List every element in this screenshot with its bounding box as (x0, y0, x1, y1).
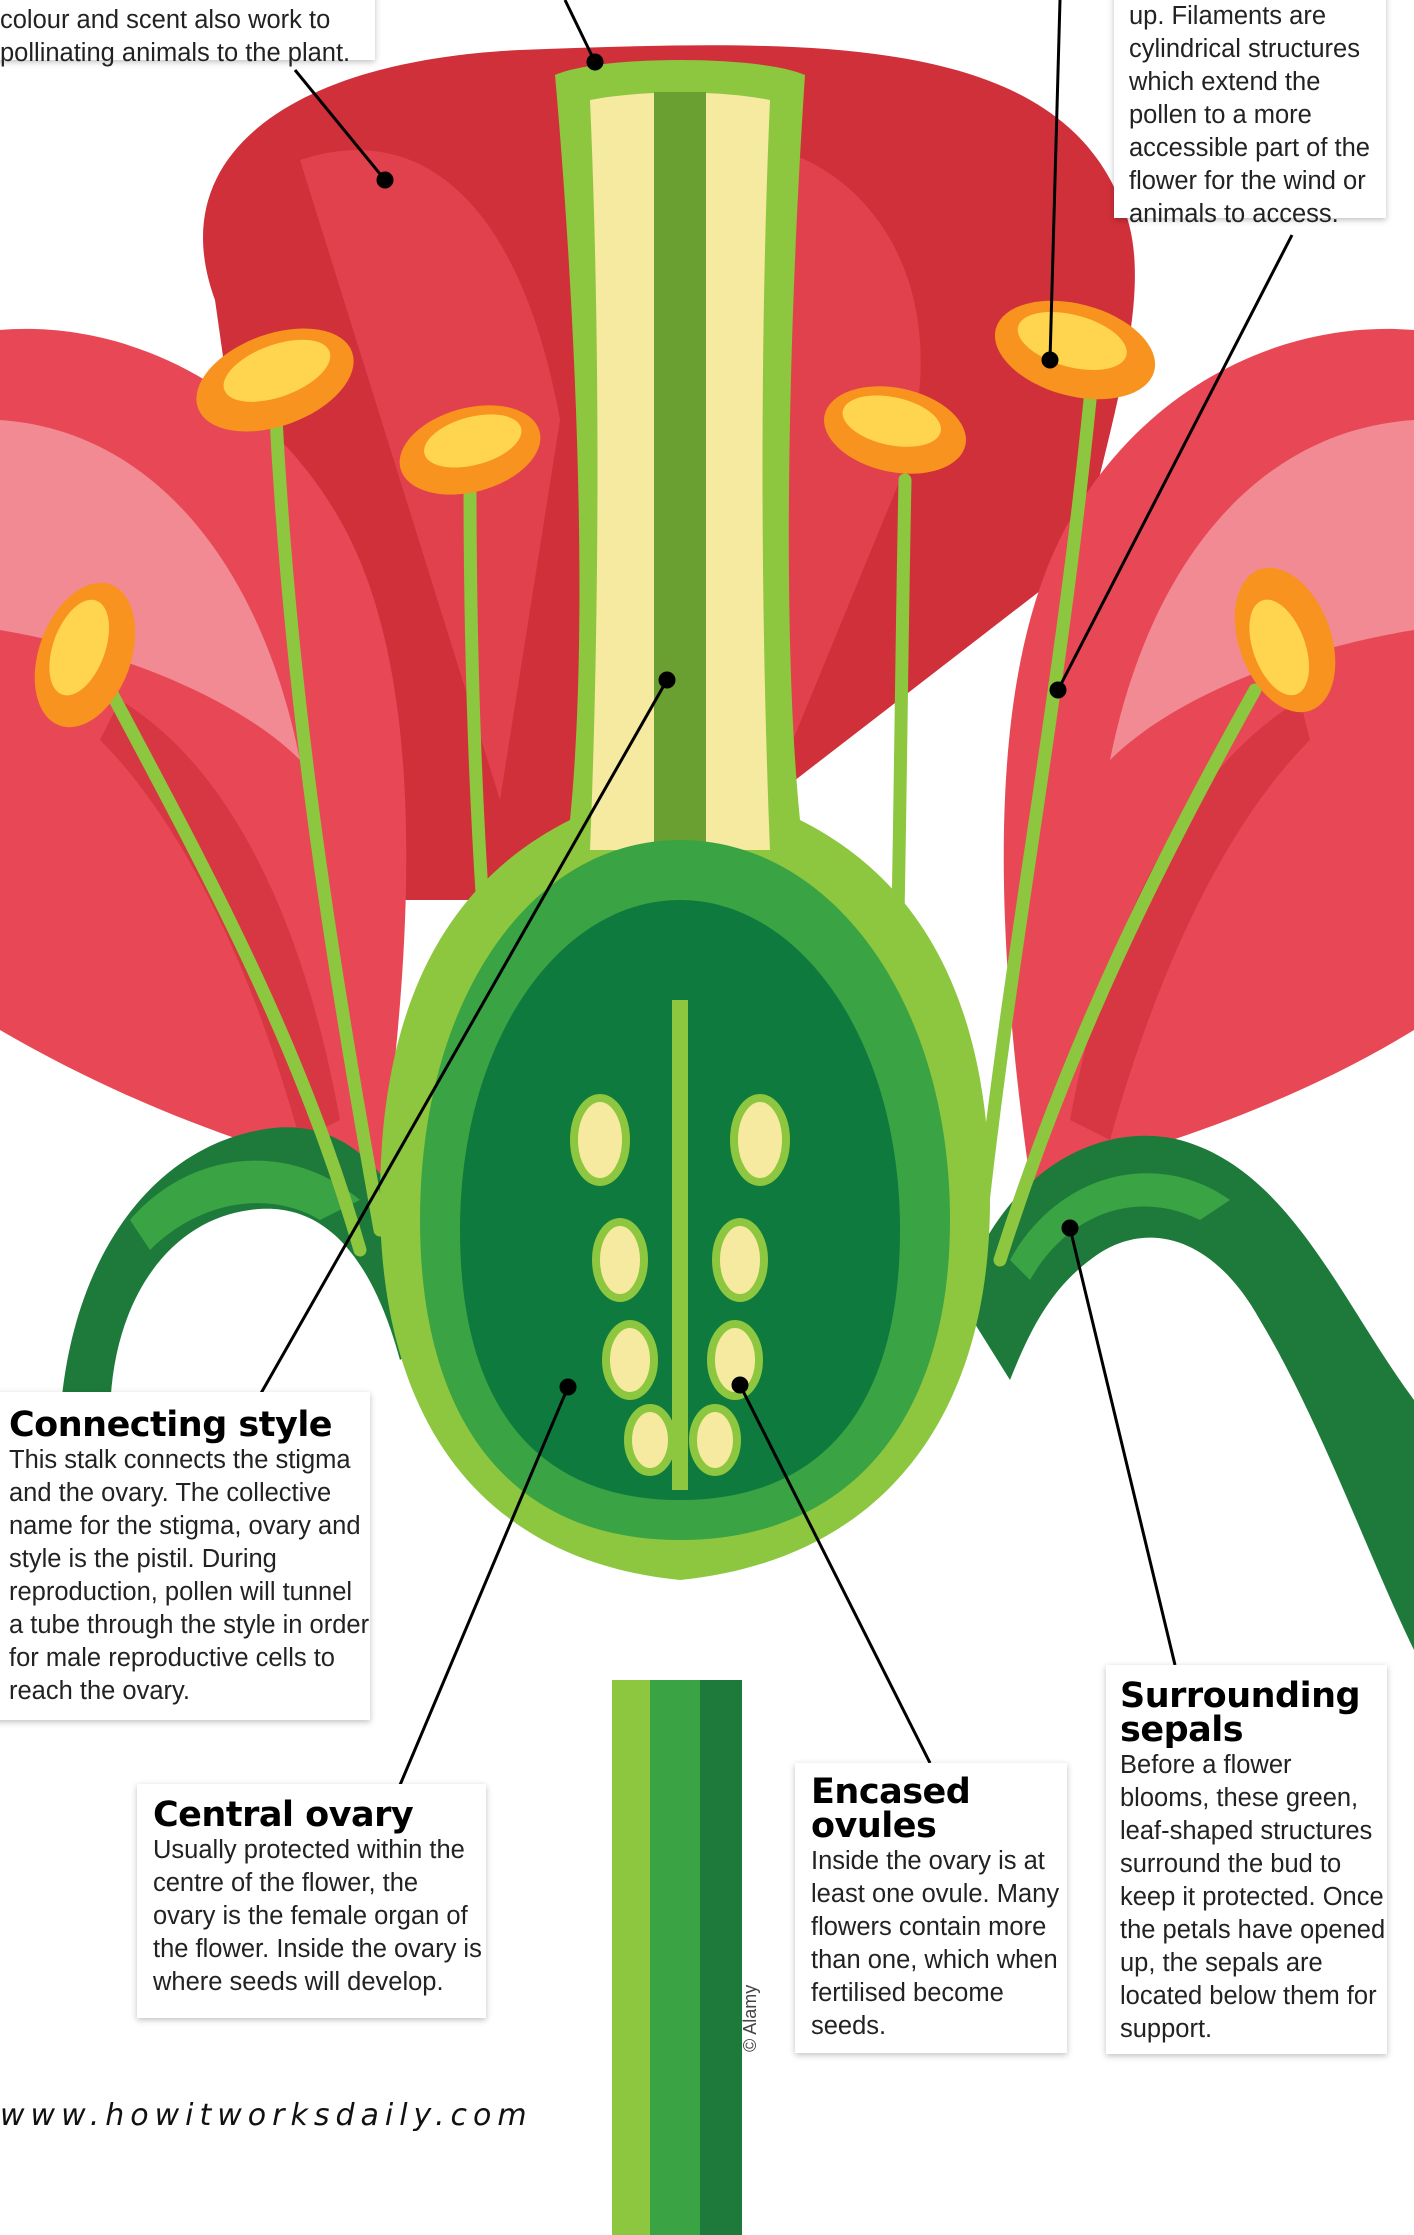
ovule (716, 1222, 764, 1298)
leader-dot (1063, 1221, 1077, 1235)
callout-title: Surrounding sepals (1120, 1679, 1387, 1747)
leader-dot (733, 1378, 747, 1392)
callout-central-ovary: Central ovary Usually protected within t… (137, 1784, 486, 2018)
leader-dot (660, 673, 674, 687)
ovule (628, 1408, 672, 1472)
callout-title: Connecting style (9, 1408, 370, 1442)
ovule (693, 1408, 737, 1472)
leader-dot (1051, 683, 1065, 697)
callout-text: Inside the ovary is at least one ovule. … (811, 1845, 1067, 2043)
callout-text: colour and scent also work to pollinatin… (0, 4, 375, 70)
callout-text: up. Filaments are cylindrical structures… (1129, 0, 1386, 231)
leader-dot (378, 173, 392, 187)
leader-line-sepals (1070, 1228, 1175, 1665)
stem-highlight (612, 1680, 650, 2235)
leader-dot (561, 1380, 575, 1394)
style-canal (654, 92, 706, 852)
callout-text: Usually protected within the centre of t… (153, 1834, 486, 1999)
ovule (734, 1098, 786, 1182)
callout-surrounding-sepals: Surrounding sepals Before a flower bloom… (1106, 1665, 1387, 2054)
callout-petals: colour and scent also work to pollinatin… (0, 0, 375, 60)
callout-title: Central ovary (153, 1798, 486, 1832)
ovule (596, 1222, 644, 1298)
leader-dot (1043, 353, 1057, 367)
website-url: www.howitworksdaily.com (0, 2098, 533, 2133)
callout-connecting-style: Connecting style This stalk connects the… (0, 1392, 370, 1720)
ovule (606, 1324, 654, 1396)
callout-text: Before a flower blooms, these green, lea… (1120, 1749, 1387, 2046)
callout-filaments: up. Filaments are cylindrical structures… (1114, 0, 1386, 218)
callout-text: This stalk connects the stigma and the o… (9, 1444, 370, 1708)
image-credit: © Alamy (740, 1985, 761, 2052)
ovule (574, 1098, 626, 1182)
callout-title: Encased ovules (811, 1775, 1067, 1843)
stem-shadow (700, 1680, 742, 2235)
leader-dot (588, 55, 602, 69)
callout-encased-ovules: Encased ovules Inside the ovary is at le… (795, 1763, 1067, 2053)
